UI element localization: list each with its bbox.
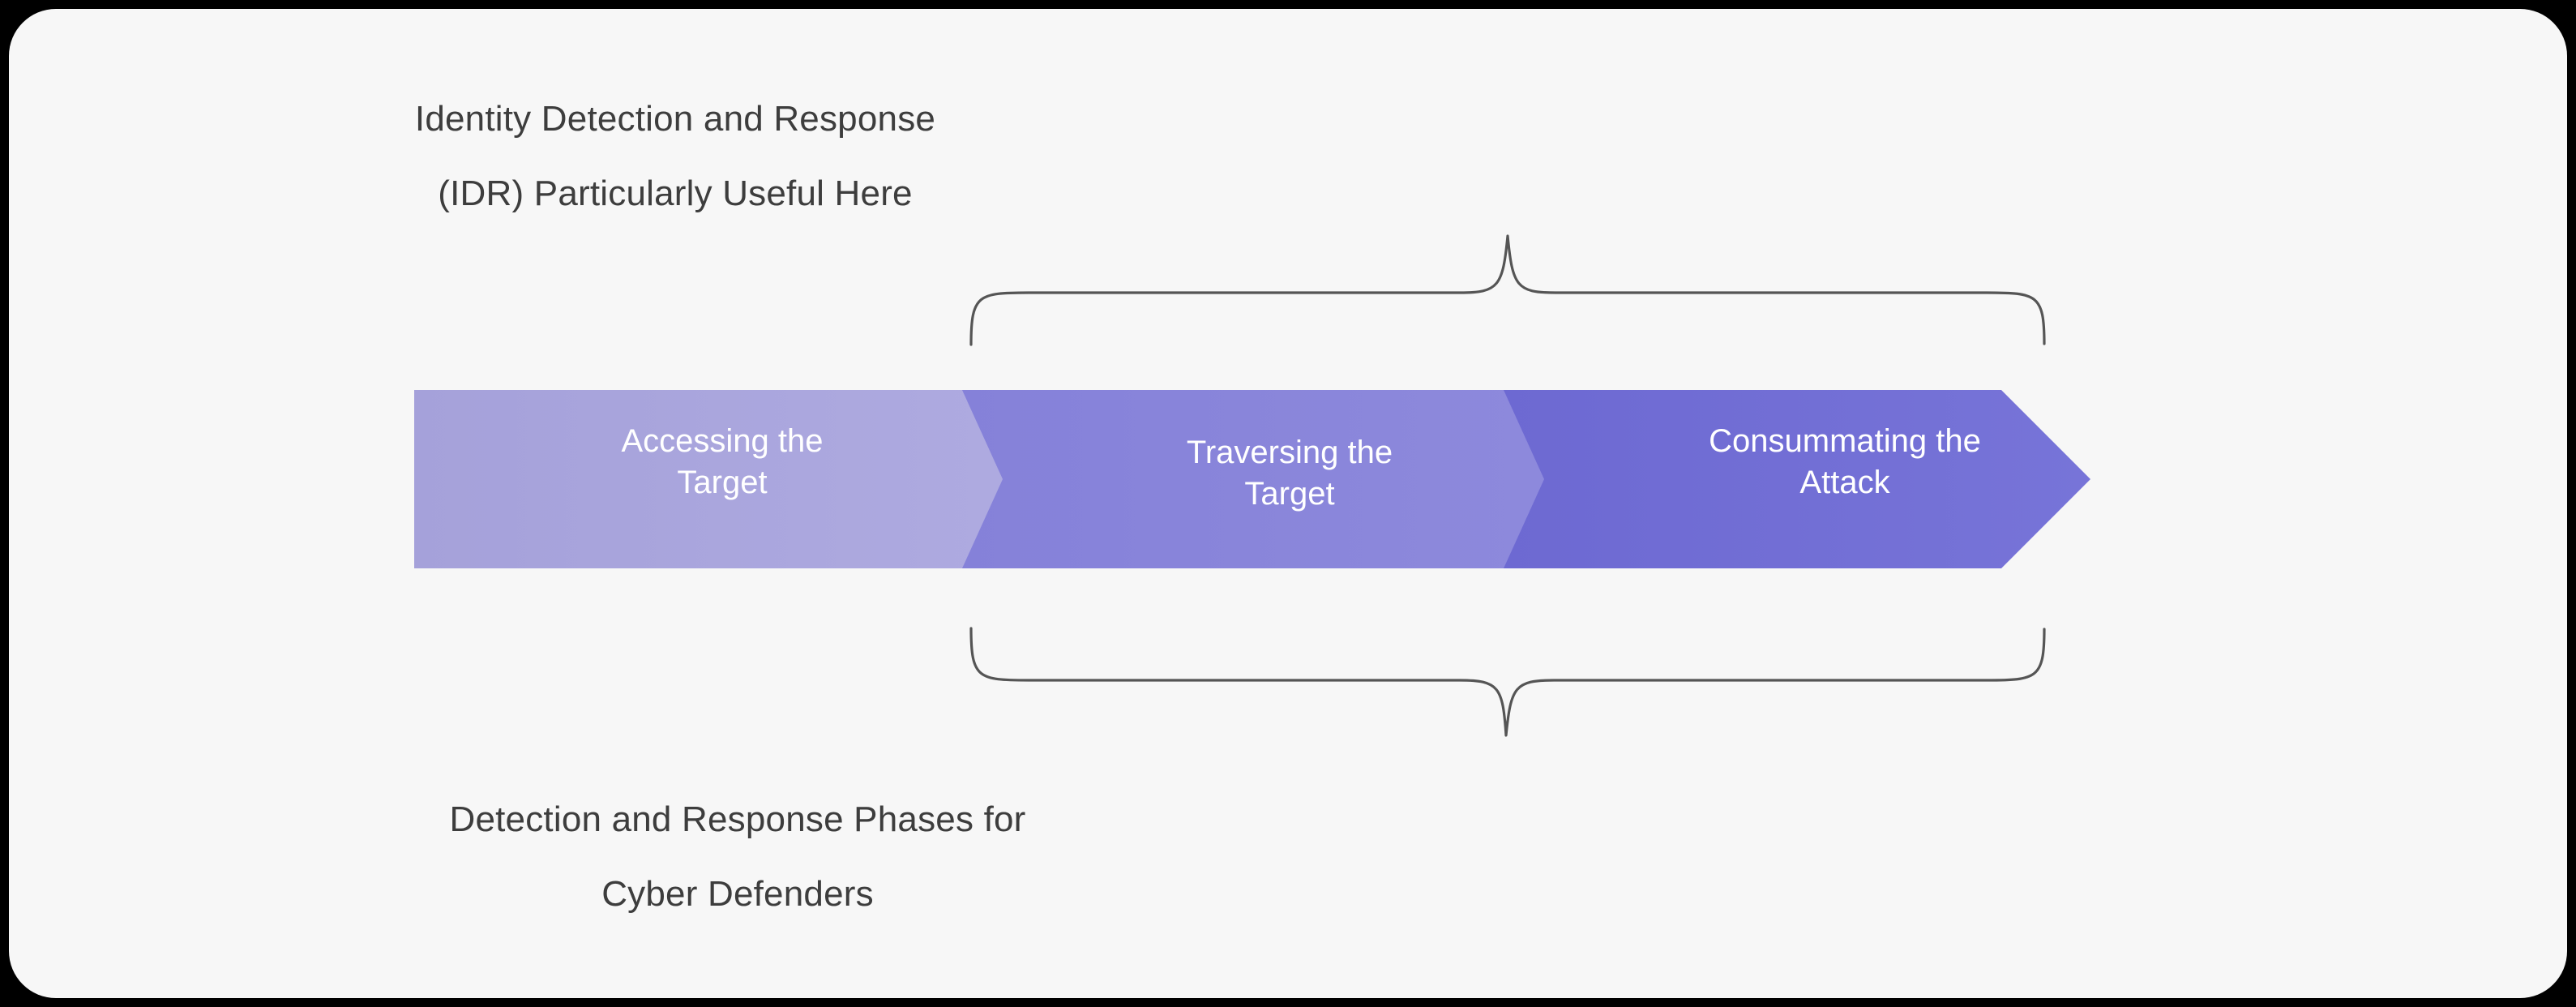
bottom-annotation-line-1: Detection and Response Phases for <box>449 799 1026 839</box>
top-annotation-line-1: Identity Detection and Response <box>414 99 936 139</box>
bottom-brace <box>969 627 2046 737</box>
diagram-card: Identity Detection and Response (IDR) Pa… <box>9 9 2567 998</box>
top-brace <box>969 234 2046 346</box>
bottom-annotation-caption: Detection and Response Phases for Cyber … <box>9 782 2277 932</box>
stage-chevron-consummating-the-attack[interactable] <box>1504 390 2090 568</box>
stage-chevron-traversing-the-target[interactable] <box>962 390 1593 568</box>
stage-chevron-accessing-the-target[interactable] <box>414 390 1003 568</box>
top-annotation-caption: Identity Detection and Response (IDR) Pa… <box>9 82 2152 231</box>
bottom-annotation-line-2: Cyber Defenders <box>601 874 874 914</box>
process-flow-diagram <box>414 234 2090 737</box>
top-annotation-line-2: (IDR) Particularly Useful Here <box>438 174 913 213</box>
